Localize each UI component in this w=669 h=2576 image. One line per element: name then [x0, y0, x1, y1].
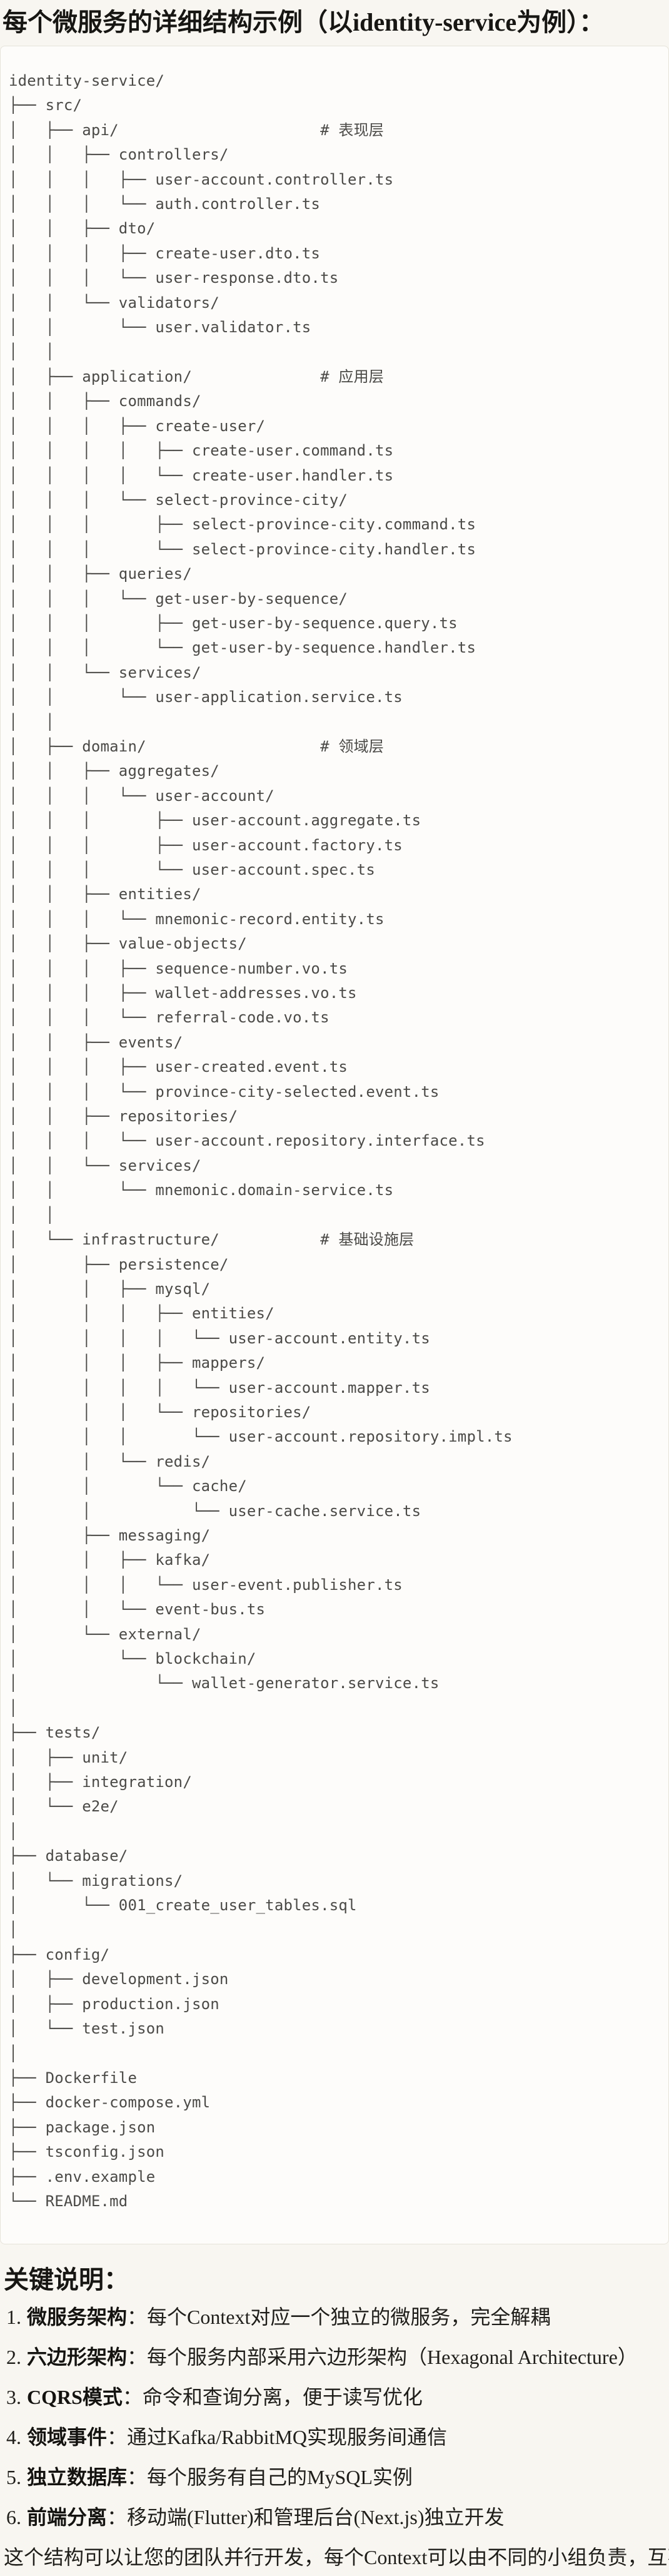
file-tree-code-block: identity-service/ ├── src/ │ ├── api/ # …	[0, 46, 669, 2245]
list-item-text: ：命令和查询分离，便于读写优化	[122, 2386, 423, 2409]
directory-tree-text: identity-service/ ├── src/ │ ├── api/ # …	[9, 72, 513, 2210]
list-item-text: ：移动端(Flutter)和管理后台(Next.js)独立开发	[107, 2506, 505, 2529]
list-item: 2. 六边形架构：每个服务内部采用六边形架构（Hexagonal Architec…	[3, 2344, 666, 2370]
list-item-number: 5.	[6, 2466, 21, 2489]
list-item-number: 6.	[6, 2506, 21, 2529]
list-item: 3. CQRS模式：命令和查询分离，便于读写优化	[3, 2384, 666, 2410]
list-item-number: 1.	[6, 2306, 21, 2329]
section-heading-key-notes: 关键说明：	[4, 2266, 129, 2294]
list-item-text: ：每个服务有自己的MySQL实例	[127, 2466, 413, 2489]
list-item-number: 2.	[6, 2346, 21, 2369]
page-title: 每个微服务的详细结构示例（以identity-service为例）：	[3, 8, 605, 36]
list-item: 5. 独立数据库：每个服务有自己的MySQL实例	[3, 2464, 666, 2490]
list-item: 6. 前端分离：移动端(Flutter)和管理后台(Next.js)独立开发	[3, 2504, 666, 2530]
list-item-text: ：通过Kafka/RabbitMQ实现服务间通信	[107, 2426, 447, 2449]
list-item: 4. 领域事件：通过Kafka/RabbitMQ实现服务间通信	[3, 2424, 666, 2450]
list-item-text: ：每个Context对应一个独立的微服务，完全解耦	[127, 2306, 551, 2329]
list-item-label: 前端分离	[27, 2506, 108, 2529]
key-points-list: 1. 微服务架构：每个Context对应一个独立的微服务，完全解耦 2. 六边形架构…	[3, 2304, 666, 2530]
list-item-label: 微服务架构	[27, 2306, 128, 2329]
list-item-label: 独立数据库	[27, 2466, 128, 2489]
list-item-number: 3.	[6, 2386, 21, 2409]
list-item-text: ：每个服务内部采用六边形架构（Hexagonal Architecture）	[127, 2346, 638, 2369]
list-item-label: CQRS模式	[27, 2386, 123, 2409]
list-item: 1. 微服务架构：每个Context对应一个独立的微服务，完全解耦	[3, 2304, 666, 2330]
list-item-label: 领域事件	[27, 2426, 108, 2449]
list-item-number: 4.	[6, 2426, 21, 2449]
closing-note: 这个结构可以让您的团队并行开发，每个Context可以由不同的小组负责，互不干扰…	[4, 2546, 669, 2569]
list-item-label: 六边形架构	[27, 2346, 128, 2369]
